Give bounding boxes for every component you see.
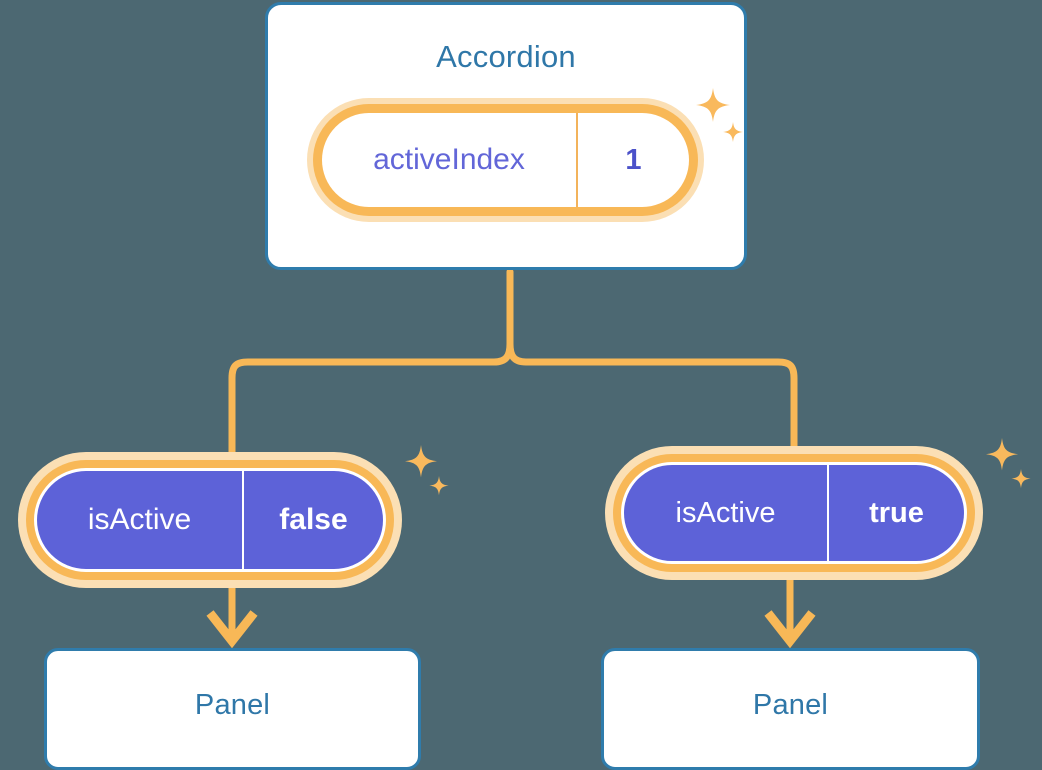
prop-pill-key-right: isActive xyxy=(624,465,829,561)
state-pill-key-root: activeIndex xyxy=(322,113,578,207)
panel-node-right[interactable]: Panel xyxy=(601,648,980,770)
panel-node-label-left: Panel xyxy=(194,689,271,721)
panel-node-left[interactable]: Panel xyxy=(44,648,421,770)
sparkle-icon-right-large xyxy=(986,438,1031,489)
arrow-down-icon-left xyxy=(206,580,258,649)
prop-pill-right[interactable]: isActive true xyxy=(624,465,964,561)
panel-node-label-right: Panel xyxy=(752,689,829,721)
prop-pill-left[interactable]: isActive false xyxy=(37,471,383,569)
arrow-down-icon-right xyxy=(764,572,816,649)
state-pill-root[interactable]: activeIndex 1 xyxy=(322,113,689,207)
sparkle-icon-left-large xyxy=(405,445,449,496)
prop-pill-key-left: isActive xyxy=(37,471,244,569)
prop-pill-value-left: false xyxy=(279,503,348,536)
state-pill-value-root: 1 xyxy=(625,143,642,176)
accordion-node-label: Accordion xyxy=(436,39,576,74)
prop-pill-value-right: true xyxy=(869,496,924,529)
